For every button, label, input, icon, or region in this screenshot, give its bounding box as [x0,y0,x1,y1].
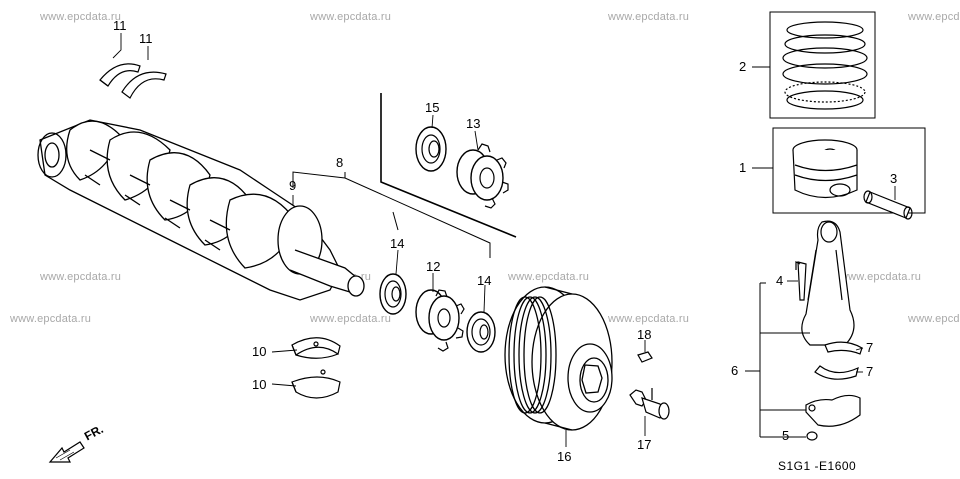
front-arrow-icon [48,441,85,463]
watermark: www.epcdata.ru [310,313,392,325]
thrust-washer-11-icon [99,63,167,99]
oil-seal-14-icon [379,273,407,315]
oil-seal-14-icon [466,311,496,353]
diagram-code: S1G1 -E1600 [778,459,857,473]
group-bracket-6-icon [745,282,810,438]
callout-6: 6 [731,363,739,378]
watermark: www.epcdata.ru [840,271,922,283]
sprocket-13-icon [456,143,509,209]
seal-15-icon [415,126,447,172]
watermark: www.epcdata.ru [10,313,92,325]
crankshaft-icon [37,119,365,301]
crank-pulley-16-icon [504,286,613,431]
watermark: www.epcdata.ru [608,11,690,23]
leader-lines [112,33,896,447]
connecting-rod-icon [795,220,855,346]
callout-14: 14 [477,273,492,288]
piston-1-icon [772,127,926,214]
watermark: www.epcdata.ru [908,11,960,23]
main-bearing-10-icon [291,369,341,399]
rod-cap-icon [805,394,861,441]
watermark: www.epcdata.ru [40,271,122,283]
callout-11: 11 [113,18,127,33]
callout-2: 2 [739,59,747,74]
pulley-bolt-17-icon [629,388,670,420]
callout-7: 7 [866,340,874,355]
sprocket-12-icon [415,289,465,352]
callout-18: 18 [637,327,652,342]
watermark: www.epcdata.ru [508,271,590,283]
callout-7: 7 [866,364,874,379]
piston-rings-2-icon [769,11,876,119]
callout-17: 17 [637,437,652,452]
callout-8: 8 [336,155,344,170]
piston-pin-3-icon [863,190,913,220]
watermark: www.epcdata.ru [310,11,392,23]
callout-10: 10 [252,377,267,392]
callout-9: 9 [289,178,297,193]
watermark: www.epcdata.ru [908,313,960,325]
watermark: www.epcdata.ru [608,313,690,325]
callout-5: 5 [782,428,790,443]
boxed-group-15-13-icon [380,93,517,238]
callout-1: 1 [739,160,747,175]
callout-15: 15 [425,100,440,115]
watermark: www.epcdata.ru [40,11,122,23]
rod-bearing-7-icon [814,365,859,380]
callout-11: 11 [139,31,153,46]
callout-12: 12 [426,259,441,274]
callout-16: 16 [557,449,572,464]
callout-4: 4 [776,273,784,288]
callout-3: 3 [890,171,898,186]
woodruff-key-18-icon [637,351,653,363]
callout-13: 13 [466,116,481,131]
main-bearing-10-icon [291,337,341,359]
callout-14: 14 [390,236,405,251]
rod-bearing-7-icon [824,341,863,355]
group-bracket-8-icon [292,171,491,258]
callout-10: 10 [252,344,267,359]
